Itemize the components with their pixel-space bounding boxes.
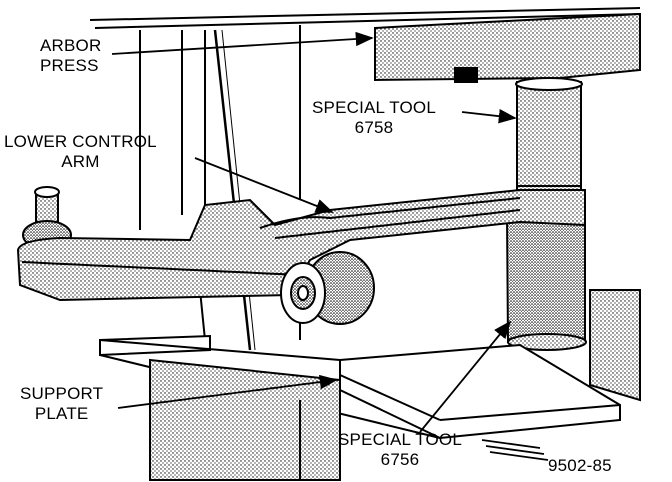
label-special-tool-6756-line1: SPECIAL TOOL [338, 430, 462, 449]
label-lower-control-arm-line1: LOWER CONTROL [4, 132, 157, 151]
label-arbor-press-line1: ARBOR [40, 36, 102, 55]
label-special-tool-6758-line2: 6758 [354, 118, 394, 137]
special-tool-6756 [505, 203, 587, 351]
label-special-tool-6758-line1: SPECIAL TOOL [312, 98, 436, 117]
lower-control-arm [16, 186, 586, 325]
label-special-tool-6756-line2: 6756 [380, 450, 420, 469]
label-support-plate-line2: PLATE [34, 404, 89, 423]
label-support-plate-line1: SUPPORT [20, 384, 104, 403]
label-arbor-press: ARBOR PRESS [40, 36, 101, 76]
label-lower-control-arm: LOWER CONTROL ARM [4, 132, 157, 172]
leader-arrows [111, 31, 549, 461]
label-special-tool-6756: SPECIAL TOOL 6756 [338, 430, 462, 470]
label-lower-control-arm-line2: ARM [61, 152, 100, 171]
press-frame [89, 7, 641, 351]
special-tool-6758 [515, 77, 583, 191]
press-base [149, 289, 641, 481]
arbor-press-head [374, 12, 641, 83]
label-special-tool-6758: SPECIAL TOOL 6758 [312, 98, 436, 138]
support-plate [99, 334, 621, 440]
label-support-plate: SUPPORT PLATE [20, 384, 103, 424]
label-arbor-press-line2: PRESS [40, 56, 99, 75]
figure-number: 9502-85 [548, 456, 612, 475]
